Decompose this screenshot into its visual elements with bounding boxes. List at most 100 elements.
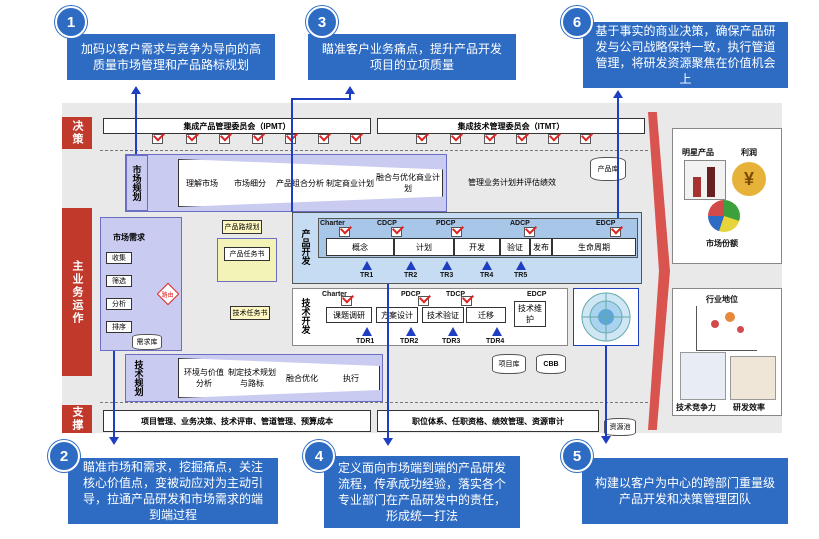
td-review-tdr3: TDR3 — [442, 338, 461, 345]
pd-review-marker-4 — [482, 261, 492, 270]
row-label-main: 主业务运作 — [62, 208, 92, 376]
industry-position-chart-icon — [696, 306, 757, 351]
market-share-pie-icon — [708, 200, 740, 232]
pipeline-review-box: 管理业务计划并评估绩效 — [468, 177, 556, 187]
market-share-label: 市场份额 — [706, 239, 738, 248]
callout-6-text: 基于事实的商业决策，确保产品研发与公司战略保持一致，执行管道管理，将研发资源聚焦… — [595, 24, 776, 86]
md-step-analyze: 分析 — [106, 298, 132, 310]
connector-2 — [113, 351, 115, 439]
pd-phase-dev: 开发 — [454, 238, 500, 256]
divider-top — [100, 150, 648, 151]
td-gate-pdcp: PDCP — [401, 291, 421, 298]
td-review-marker-4 — [492, 327, 502, 336]
pd-gate-pdcp: PDCP — [436, 220, 456, 227]
md-step-filter: 筛选 — [106, 275, 132, 287]
connector-1-arrowhead — [131, 86, 141, 94]
connector-5-arrowhead — [601, 436, 611, 444]
pd-review-marker-5 — [516, 261, 526, 270]
tp-step-4: 执行 — [343, 373, 359, 383]
radar-circle-icon — [581, 292, 631, 342]
tp-step-1: 环境与价值分析 — [184, 368, 224, 388]
callout-1-number: 1 — [55, 6, 87, 38]
project-library: 项目库 — [492, 354, 526, 374]
pd-check-4 — [524, 227, 535, 237]
ipmt-box: 集成产品管理委员会（IPMT） — [103, 118, 371, 134]
mp-step-4: 制定商业计划 — [326, 178, 374, 188]
product-dev-title: 产品开发 — [300, 229, 311, 265]
connector-6 — [617, 96, 619, 218]
check-itmt-5 — [548, 134, 559, 144]
connector-3-up — [349, 92, 351, 100]
pd-check-3 — [451, 227, 462, 237]
callout-4: 定义面向市场端到端的产品研发流程，传承成功经验，落实各个专业部门在产品研发中的责… — [324, 456, 520, 528]
td-gate-charter: Charter — [322, 291, 347, 298]
check-ipmt-7 — [350, 134, 361, 144]
callout-3: 瞄准客户业务痛点，提升产品开发项目的立项质量 — [308, 34, 516, 80]
td-phase-design: 方案设计 — [376, 307, 418, 323]
td-phase-migrate: 迁移 — [466, 307, 506, 323]
pd-phase-plan: 计划 — [394, 238, 454, 256]
check-ipmt-3 — [219, 134, 230, 144]
callout-4-text: 定义面向市场端到端的产品研发流程，传承成功经验，落实各个专业部门在产品研发中的责… — [337, 461, 506, 523]
td-review-marker-1 — [362, 327, 372, 336]
connector-1 — [135, 92, 137, 154]
td-phase-verify: 技术验证 — [422, 307, 464, 323]
tech-planning-title: 技术规划 — [133, 360, 144, 396]
pd-review-tr2: TR2 — [404, 272, 418, 279]
callout-3-text: 瞄准客户业务痛点，提升产品开发项目的立项质量 — [321, 42, 502, 72]
product-library: 产品库 — [590, 157, 626, 181]
rd-efficiency-icon — [730, 356, 776, 400]
td-check-2 — [418, 296, 429, 306]
pd-phase-lifecycle: 生命周期 — [552, 238, 636, 256]
tp-step-2: 制定技术规划与路标 — [228, 368, 276, 388]
callout-6-number: 6 — [561, 6, 593, 38]
divider-bottom — [100, 402, 648, 403]
support-right-box: 职位体系、任职资格、绩效管理、资源审计 — [377, 410, 599, 432]
callout-5-number: 5 — [561, 440, 593, 472]
resource-pool: 资源池 — [604, 418, 636, 436]
pd-check-2 — [391, 227, 402, 237]
market-planning-title: 市场规划 — [126, 155, 148, 211]
itmt-label: 集成技术管理委员会（ITMT） — [457, 121, 565, 131]
industry-position-label: 行业地位 — [706, 295, 738, 304]
callout-5-text: 构建以客户为中心的跨部门重量级产品开发和决策管理团队 — [594, 476, 775, 506]
pd-gate-cdcp: CDCP — [377, 220, 397, 227]
callout-1: 加码以客户需求与竞争为导向的高质量市场管理和产品路标规划 — [67, 34, 275, 80]
connector-3-horizontal — [291, 98, 351, 100]
pd-gate-edcp: EDCP — [596, 220, 616, 227]
star-product-label: 明星产品 — [682, 148, 714, 157]
td-review-tdr2: TDR2 — [400, 338, 419, 345]
row-label-decision: 决策 — [62, 117, 92, 149]
money-bag-icon: ¥ — [732, 162, 766, 196]
tech-competitiveness-label: 技术竞争力 — [676, 403, 716, 412]
check-ipmt-5 — [285, 134, 296, 144]
callout-2: 瞄准市场和需求，挖掘痛点，关注核心价值点，变被动应对为主动引导，拉通产品研发和市… — [68, 458, 278, 524]
callout-5: 构建以客户为中心的跨部门重量级产品开发和决策管理团队 — [582, 458, 788, 524]
doc-roadmap: 产品路规划 — [222, 220, 262, 234]
support-left-box: 项目管理、业务决策、技术评审、管道管理、预算成本 — [103, 410, 371, 432]
doc-task-book: 产品任务书 — [224, 247, 270, 261]
rd-efficiency-label: 研发效率 — [733, 403, 765, 412]
star-product-chart-icon — [684, 160, 726, 200]
check-itmt-2 — [450, 134, 461, 144]
connector-3-arrowhead — [345, 86, 355, 94]
check-itmt-6 — [580, 134, 591, 144]
market-demand-title: 市场需求 — [113, 232, 145, 242]
pd-check-1 — [339, 227, 350, 237]
pd-gate-adcp: ADCP — [510, 220, 530, 227]
callout-3-number: 3 — [306, 6, 338, 38]
mp-step-5: 融合与优化商业计划 — [376, 173, 440, 193]
ipmt-label: 集成产品管理委员会（IPMT） — [183, 121, 291, 131]
callout-6: 基于事实的商业决策，确保产品研发与公司战略保持一致，执行管道管理，将研发资源聚焦… — [583, 22, 788, 88]
check-ipmt-6 — [318, 134, 329, 144]
pd-phase-release: 发布 — [530, 238, 552, 256]
td-review-marker-3 — [448, 327, 458, 336]
demand-pool: 需求库 — [132, 334, 162, 350]
mp-step-3: 产品组合分析 — [276, 178, 324, 188]
platform-radar-graphic — [573, 288, 639, 346]
cbb-library: CBB — [536, 354, 566, 374]
check-itmt-1 — [416, 134, 427, 144]
pd-review-tr1: TR1 — [360, 272, 374, 279]
md-step-rank: 排序 — [106, 321, 132, 333]
check-ipmt-2 — [186, 134, 197, 144]
